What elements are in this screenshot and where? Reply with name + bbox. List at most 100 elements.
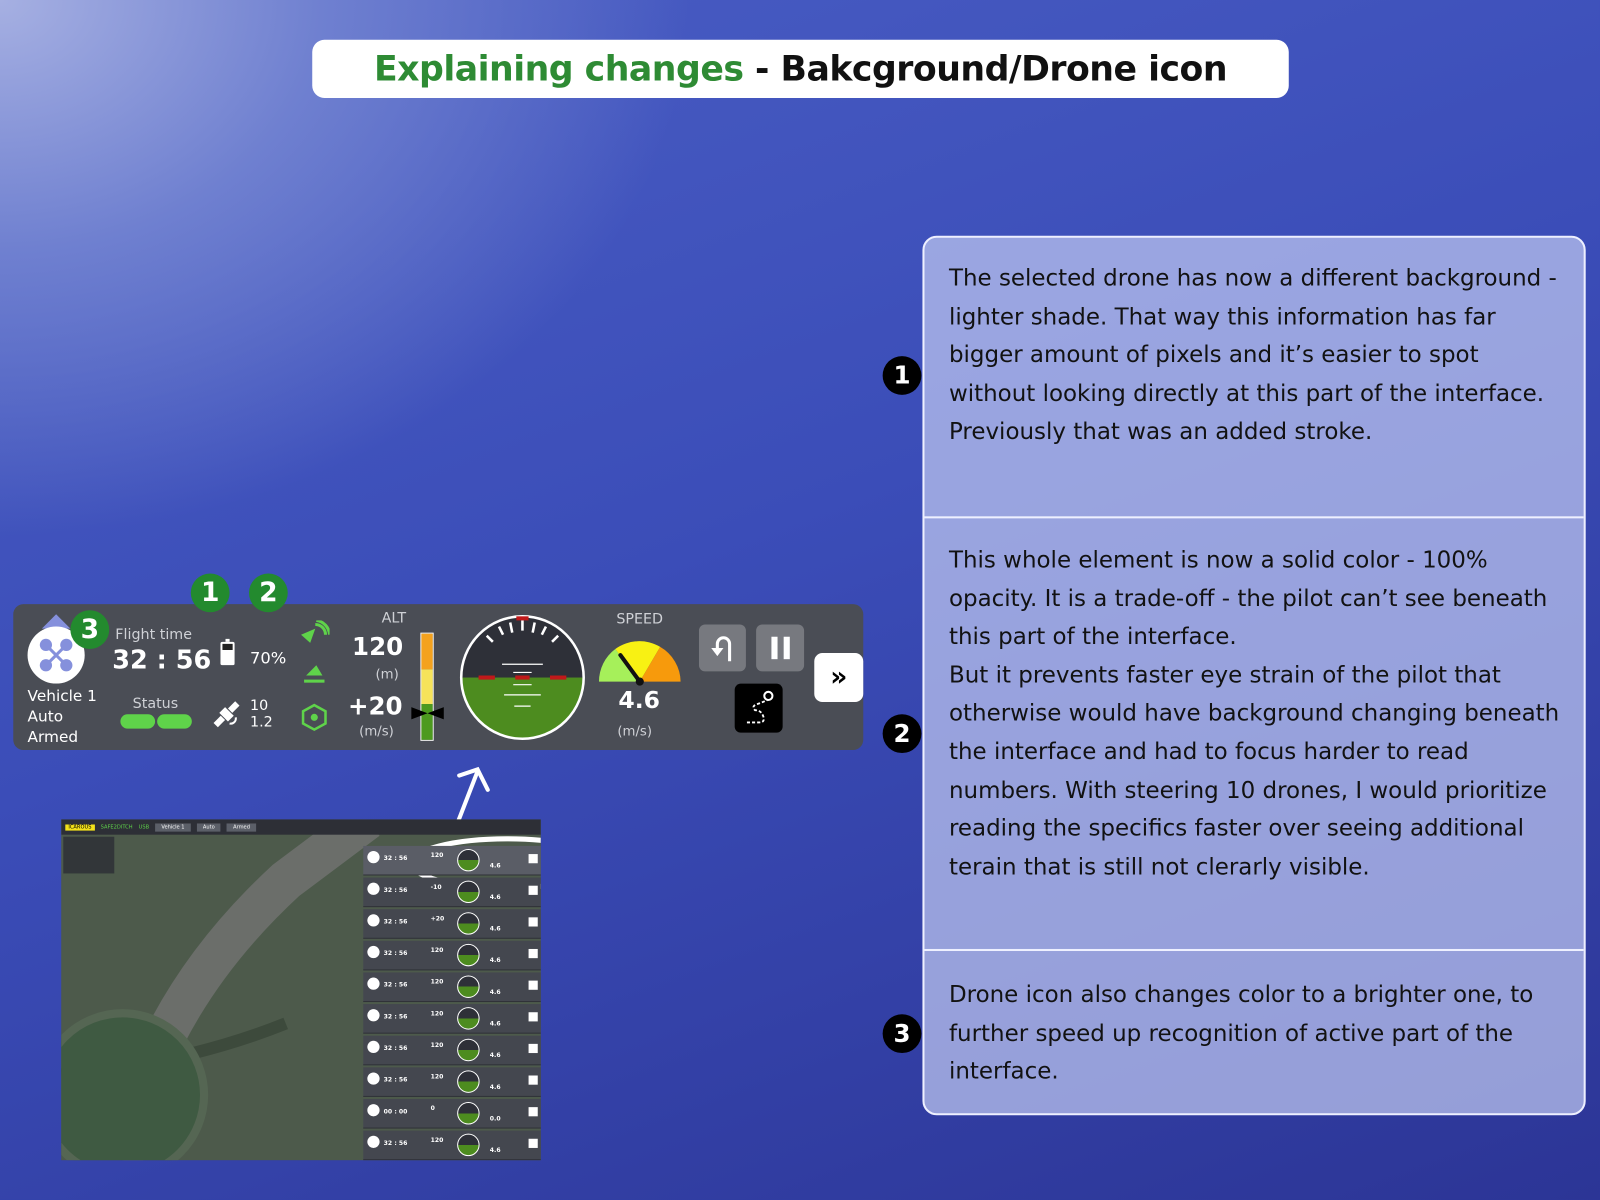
thumb-drone-icon <box>367 1104 380 1117</box>
divider <box>924 516 1584 519</box>
expand-button[interactable]: » <box>814 653 864 703</box>
thumb-drone-row: 32 : 56 120 4.6 <box>363 845 541 876</box>
thumb-drone-row: 32 : 56 120 4.6 <box>363 972 541 1003</box>
thumb-speed: 4.6 <box>489 1052 501 1060</box>
thumb-flight-time: 32 : 56 <box>383 886 408 894</box>
battery-icon <box>220 638 235 666</box>
telemetry-signal-icon <box>301 620 330 643</box>
divider <box>924 948 1584 952</box>
thumb-alt: 120 <box>430 1041 444 1049</box>
thumb-attitude <box>457 1007 480 1030</box>
thumb-flight-time: 32 : 56 <box>383 1013 408 1021</box>
thumb-alt: 0 <box>430 1105 435 1113</box>
thumb-expand-button <box>528 1107 538 1117</box>
thumb-alt: 120 <box>430 1136 444 1144</box>
thumb-attitude <box>457 880 480 904</box>
thumb-flight-time: 32 : 56 <box>383 1044 408 1053</box>
flight-time-value: 32 : 56 <box>112 644 212 675</box>
thumb-alt: -10 <box>430 883 442 891</box>
altitude-value: 120 <box>352 632 404 662</box>
double-chevron-right-icon: » <box>830 662 848 693</box>
note-3-text: Drone icon also changes color to a brigh… <box>948 981 1534 1085</box>
pause-button[interactable] <box>756 624 805 672</box>
note-1-badge: 1 <box>882 356 922 395</box>
slide-title: Explaining changes - Bakcground/Drone ic… <box>312 39 1289 98</box>
vertical-speed-value: +20 <box>347 691 403 721</box>
thumb-attitude <box>457 1133 480 1157</box>
altitude-bar <box>420 632 434 741</box>
thumb-expand-button <box>528 885 538 895</box>
thumb-expand-button <box>528 1075 538 1085</box>
thumb-flight-time: 32 : 56 <box>383 981 408 989</box>
thumb-drone-row: 32 : 56 120 4.6 <box>363 1004 541 1034</box>
altitude-unit: (m) <box>375 667 399 683</box>
thumb-drone-row: 32 : 56 -10 4.6 <box>363 877 541 908</box>
thumb-drone-icon <box>367 1009 380 1022</box>
mission-path-button[interactable] <box>734 683 783 733</box>
thumb-speed: 4.6 <box>489 1020 501 1028</box>
thumb-expand-button <box>528 980 538 990</box>
thumb-alt: 120 <box>430 978 444 986</box>
vehicle-mode: Auto <box>27 707 64 726</box>
note-2-text: This whole element is now a solid color … <box>948 546 1560 881</box>
note-2-badge: 2 <box>882 714 922 754</box>
notes-card: The selected drone has now a different b… <box>922 235 1586 1116</box>
attitude-indicator <box>459 615 585 741</box>
map-background <box>61 819 541 1161</box>
thumb-attitude <box>457 943 480 967</box>
thumb-drone-row: 32 : 56 120 4.6 <box>363 1130 541 1161</box>
thumb-drone-icon <box>367 851 380 864</box>
thumb-speed: 0.0 <box>489 1115 501 1123</box>
altitude-marker-icon <box>411 707 444 720</box>
takeoff-icon <box>304 665 325 683</box>
thumb-flight-time: 32 : 56 <box>383 1076 408 1084</box>
thumb-vehicle-select: Vehicle 1 <box>155 822 191 832</box>
thumb-flight-time: 32 : 56 <box>383 855 408 863</box>
return-icon <box>711 636 732 662</box>
thumb-alt: +20 <box>430 915 445 923</box>
thumb-mode-select: Auto <box>196 822 221 832</box>
thumb-icarous: ICAROUS <box>65 823 95 831</box>
thumb-attitude <box>457 1102 480 1125</box>
title-highlight: Explaining changes <box>373 48 744 90</box>
thumb-drone-icon <box>367 882 380 895</box>
thumb-speed: 4.6 <box>489 957 501 965</box>
panel-badge-2: 2 <box>248 573 288 613</box>
thumb-speed: 4.6 <box>489 862 501 870</box>
thumb-armed-select: Armed <box>226 822 257 832</box>
thumb-drone-icon <box>367 914 380 927</box>
drone-icon[interactable] <box>26 612 87 684</box>
altitude-label: ALT <box>381 610 407 627</box>
drone-status-panel[interactable]: Vehicle 1 Auto Armed Flight time 32 : 56… <box>13 604 864 750</box>
speed-gauge <box>598 641 681 686</box>
thumb-alt: 120 <box>430 1073 444 1081</box>
thumb-alt: 120 <box>430 1010 444 1018</box>
thumb-speed: 4.6 <box>489 893 501 902</box>
thumb-flight-time: 32 : 56 <box>383 949 408 958</box>
thumb-drone-icon <box>367 1040 380 1054</box>
battery-percentage: 70% <box>249 647 287 668</box>
speed-unit: (m/s) <box>617 724 653 740</box>
hdop-value: 1.2 <box>249 714 273 731</box>
status-label: Status <box>132 695 179 713</box>
thumb-expand-button <box>528 1043 538 1054</box>
return-button[interactable] <box>698 624 746 672</box>
thumb-expand-button <box>528 948 538 959</box>
thumb-drone-row: 32 : 56 120 4.6 <box>363 1035 541 1066</box>
vehicle-name: Vehicle 1 <box>27 686 97 706</box>
thumb-drone-icon <box>367 1135 380 1148</box>
thumbnail-top-bar: ICAROUS SAFE2DITCH USB Vehicle 1 Auto Ar… <box>61 819 541 835</box>
interface-thumbnail: ICAROUS SAFE2DITCH USB Vehicle 1 Auto Ar… <box>61 819 541 1161</box>
vehicle-armed-state: Armed <box>27 727 79 746</box>
thumb-alt: 120 <box>430 852 444 860</box>
note-3-badge: 3 <box>882 1014 922 1054</box>
thumb-drone-row: 00 : 00 0 0.0 <box>363 1098 541 1129</box>
thumb-flight-time: 32 : 56 <box>383 1139 408 1147</box>
panel-badge-1: 1 <box>190 573 230 613</box>
note-1-text: The selected drone has now a different b… <box>948 265 1557 446</box>
thumb-drone-icon <box>367 945 380 959</box>
thumb-alt: 120 <box>430 946 444 955</box>
thumb-usb: USB <box>138 823 150 831</box>
speed-value: 4.6 <box>618 687 660 715</box>
